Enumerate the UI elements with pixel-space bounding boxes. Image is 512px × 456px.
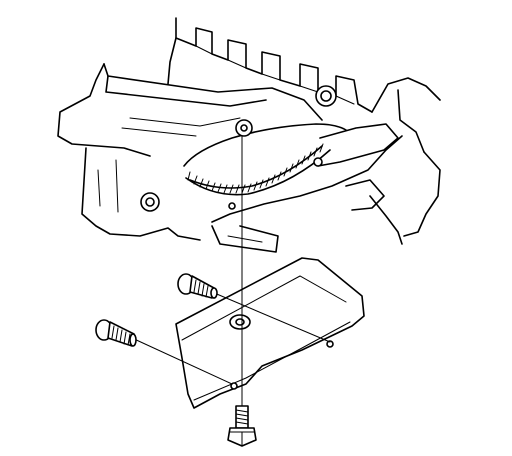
- flywheel-cover-plate: [175, 257, 365, 409]
- leader-lines: [131, 135, 331, 407]
- cover-bolt-middle: [95, 319, 137, 347]
- engine-block: [167, 17, 441, 237]
- cover-bolt-upper: [177, 273, 218, 299]
- oil-pan: [57, 63, 323, 241]
- cover-bolt-lower: [227, 405, 257, 447]
- transmission-housing: [140, 85, 403, 253]
- flywheel-ring-gear: [183, 123, 347, 196]
